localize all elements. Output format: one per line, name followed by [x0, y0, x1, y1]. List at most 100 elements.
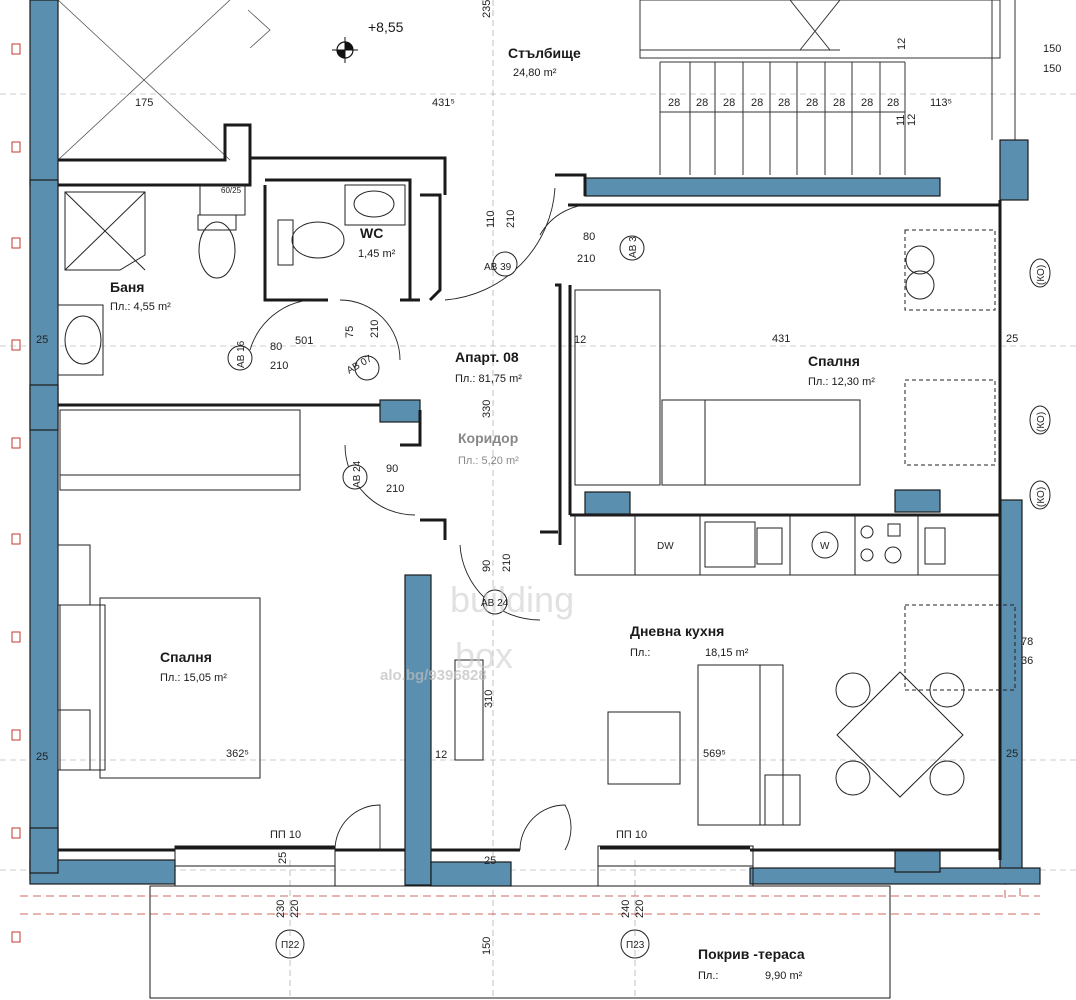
dim-25-l1: 25 [36, 334, 48, 346]
dim-501: 501 [295, 335, 313, 347]
room-labels: Стълбище 24,80 m² Баня Пл.: 4,55 m² WC 1… [110, 19, 875, 982]
door5-height: 210 [505, 210, 517, 228]
bath-area: Пл.: 4,55 m² [110, 301, 171, 313]
dim-150a: 150 [1043, 43, 1061, 55]
door4-width: 75 [344, 326, 356, 338]
bedroom-left-area: Пл.: 15,05 m² [160, 672, 227, 684]
apartment-name: Апарт. 08 [455, 349, 519, 365]
pillar-markers [275, 929, 650, 959]
living-kitchen-area-prefix: Пл.: [630, 647, 650, 659]
dim-175: 175 [135, 97, 153, 109]
dim-25-b1: 25 [277, 852, 289, 864]
door6-width: 90 [386, 463, 398, 475]
bedroom-right-area: Пл.: 12,30 m² [808, 376, 875, 388]
door-swings [249, 187, 601, 851]
dim-12b: 12 [435, 749, 447, 761]
interior-walls [58, 123, 1002, 860]
door1-width: 80 [270, 341, 282, 353]
dim-240: 240 [620, 900, 632, 918]
bath-fixtures [57, 184, 406, 376]
dim-12a: 12 [574, 334, 586, 346]
stairs-area: 24,80 m² [513, 67, 557, 79]
dim-150c: 150 [481, 937, 493, 955]
wc-name: WC [360, 225, 383, 241]
dim-431a: 431⁵ [432, 97, 455, 109]
bedroom-right-name: Спалня [808, 353, 860, 369]
terrace-lines [20, 500, 1040, 915]
door5-tag: АВ 39 [484, 262, 512, 273]
ko-tag: (КО) [1036, 487, 1047, 507]
misc-labels: ПП 10 ПП 10 П22 П23 DW W 60/25 (КО) (КО)… [221, 186, 1047, 951]
step-dim: 28 [696, 97, 708, 109]
dishwasher-label: DW [657, 541, 674, 552]
dim-569: 569⁵ [703, 748, 726, 760]
ko-tag: (КО) [1036, 265, 1047, 285]
dim-235: 235 [481, 0, 493, 18]
dim-25-r1: 25 [1006, 333, 1018, 345]
terrace-area: 9,90 m² [765, 970, 803, 982]
dim-12d: 12 [906, 114, 918, 126]
corridor-name: Коридор [458, 430, 518, 446]
ko-tag: (КО) [1036, 412, 1047, 432]
bedroom-left-name: Спалня [160, 649, 212, 665]
bath-name: Баня [110, 279, 144, 295]
door7-height: 210 [501, 554, 513, 572]
door6-height: 210 [386, 483, 404, 495]
shaft [57, 0, 271, 161]
stair-step-dims: 28 28 28 28 28 28 28 28 28 [668, 97, 899, 109]
staircase [639, 0, 1016, 175]
door7-tag: АВ 24 [481, 598, 509, 609]
dim-220b: 220 [634, 900, 646, 918]
step-dim: 28 [861, 97, 873, 109]
dimension-labels: 175 431⁵ 113⁵ 235 150 150 501 431 330 31… [36, 0, 1061, 955]
living-kitchen-name: Дневна кухня [630, 623, 724, 639]
exterior-walls [29, 0, 1041, 887]
kitchen-counter [574, 514, 1001, 576]
dim-11: 11 [895, 115, 907, 126]
watermark-brand2: box [455, 635, 513, 676]
door7-width: 90 [481, 560, 493, 572]
dim-25-b2: 25 [484, 855, 496, 867]
pillar-23: П23 [626, 940, 645, 951]
door4-height: 210 [369, 320, 381, 338]
living-kitchen-area: 18,15 m² [705, 647, 749, 659]
step-dim: 28 [668, 97, 680, 109]
door-tag-circles [227, 235, 645, 615]
door2-width: 80 [583, 231, 595, 243]
dim-113: 113⁵ [930, 97, 952, 109]
dim-362: 362⁵ [226, 748, 249, 760]
door-labels: 80 210 АВ 3 80 210 АВ 16 75 210 АВ 07 11… [236, 210, 639, 609]
window1-label: ПП 10 [270, 829, 301, 841]
step-dim: 28 [751, 97, 763, 109]
apartment-area: Пл.: 81,75 m² [455, 373, 522, 385]
washer-label: W [820, 541, 830, 552]
left-bedroom-furniture [57, 409, 301, 779]
terrace-name: Покрив -тераса [698, 946, 805, 962]
step-dim: 28 [778, 97, 790, 109]
right-bedroom-furniture [574, 229, 1016, 691]
watermark-id: alo.bg/9396828 [380, 667, 487, 684]
corridor-area: Пл.: 5,20 m² [458, 455, 519, 467]
ko-circles [1029, 258, 1051, 510]
door6-tag: АВ 24 [352, 460, 363, 488]
elevation-label: +8,55 [368, 19, 404, 35]
dim-230: 230 [275, 900, 287, 918]
living-furniture [454, 659, 965, 826]
door1-tag: АВ 16 [236, 340, 247, 368]
dim-25-r2: 25 [1006, 748, 1018, 760]
watermark: building box alo.bg/9396828 [380, 579, 574, 684]
door5-width: 110 [485, 210, 497, 228]
stairs-name: Стълбище [508, 45, 581, 61]
bath-fixture-label: 60/25 [221, 186, 242, 195]
dim-431b: 431 [772, 333, 790, 345]
window-frames [149, 845, 891, 999]
dim-330: 330 [481, 400, 493, 418]
door2-tag: АВ 3 [628, 236, 639, 258]
step-dim: 28 [723, 97, 735, 109]
grid-markers [11, 43, 21, 943]
dim-36: 36 [1021, 655, 1033, 667]
elevation-marker [332, 37, 358, 63]
door1-height: 210 [270, 360, 288, 372]
dim-25-l2: 25 [36, 751, 48, 763]
